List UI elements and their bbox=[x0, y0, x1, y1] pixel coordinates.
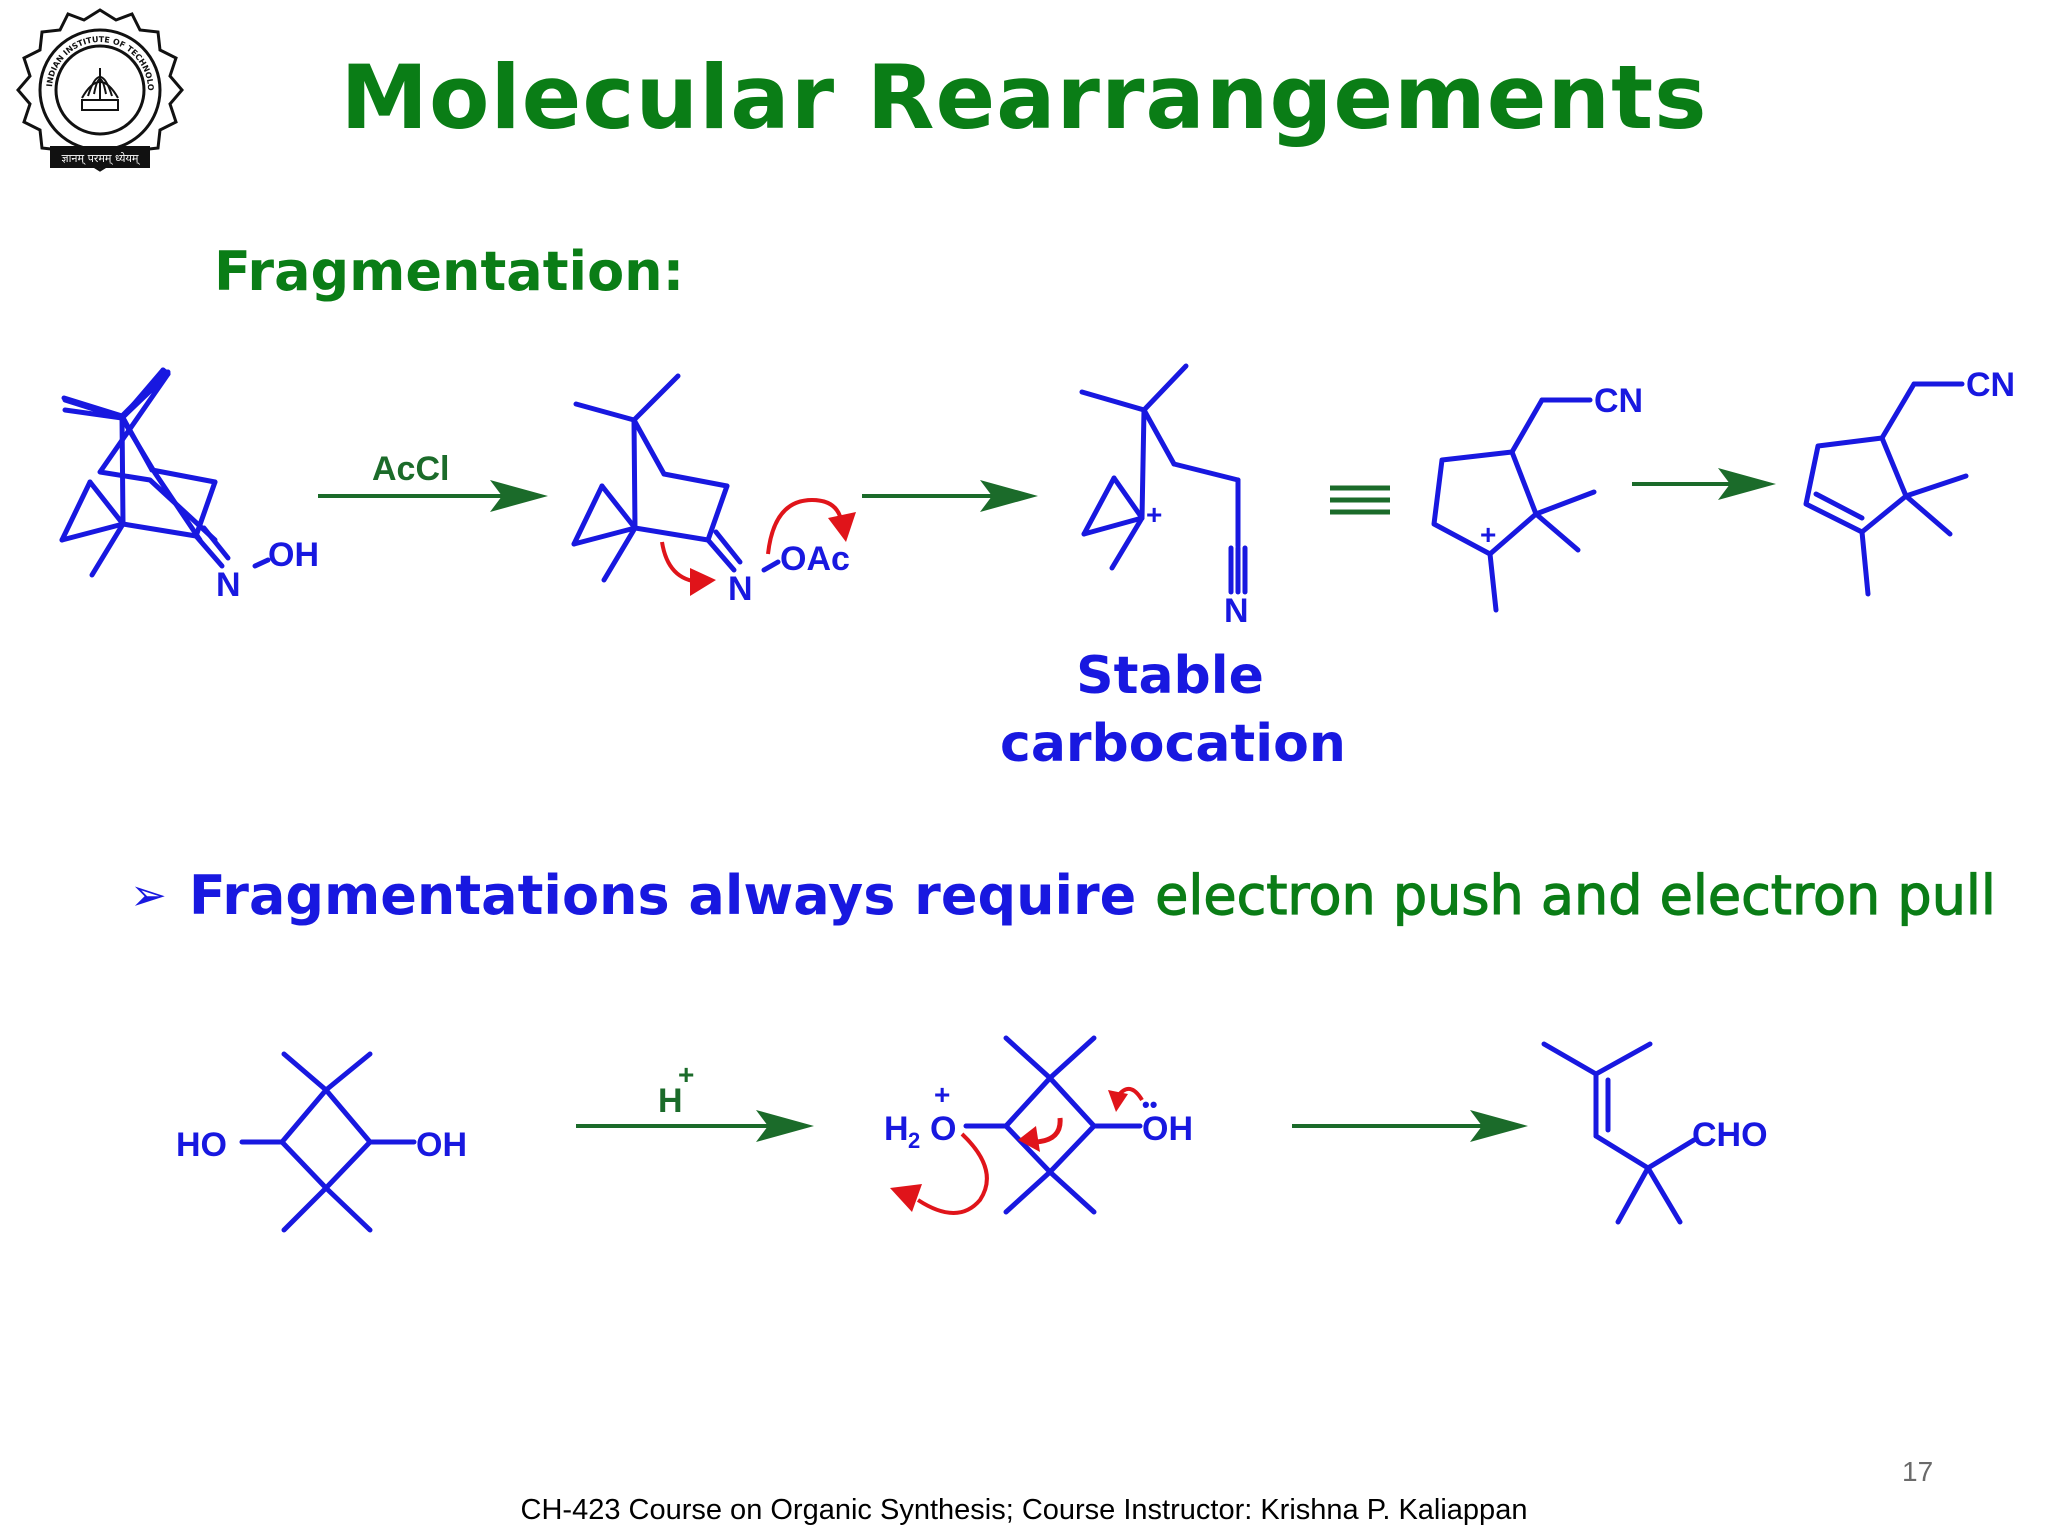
cation-plus-2: + bbox=[1480, 519, 1496, 550]
protonated-diol-structure bbox=[963, 1035, 1143, 1215]
bullet-point: ➢ Fragmentations always require electron … bbox=[130, 863, 1997, 927]
reagent-accl: AcCl bbox=[372, 450, 449, 488]
cho-label: CHO bbox=[1692, 1116, 1768, 1154]
logo-motto: ज्ञानम् परमम् ध्येयम् bbox=[62, 152, 141, 165]
curved-arrow-lone-pair bbox=[1108, 1087, 1144, 1112]
cn-label-1: CN bbox=[1594, 382, 1643, 420]
nitrile-n: N bbox=[1224, 592, 1249, 630]
aldehyde-product-structure bbox=[1541, 1041, 1697, 1225]
h2o-h: H bbox=[884, 1110, 909, 1148]
curved-arrow-pull bbox=[766, 497, 856, 555]
reagent-h: H bbox=[658, 1082, 683, 1120]
equivalence-sign bbox=[1330, 485, 1390, 515]
cyclobutanediol-structure bbox=[239, 1051, 417, 1233]
oh-2: OH bbox=[1142, 1110, 1193, 1148]
bullet-arrow-icon: ➢ bbox=[130, 870, 167, 921]
h2o-sub: 2 bbox=[908, 1128, 920, 1153]
reagent-plus: + bbox=[678, 1059, 694, 1090]
oxime-acetate-structure bbox=[571, 373, 781, 583]
page-number: 17 bbox=[1902, 1456, 1934, 1487]
curved-arrow-push bbox=[660, 541, 716, 596]
acetate-oac: OAc bbox=[780, 540, 850, 578]
diol-ho: HO bbox=[176, 1126, 227, 1164]
lone-pair: •• bbox=[1142, 1092, 1157, 1117]
oxime-n: N bbox=[216, 566, 241, 604]
section-heading: Fragmentation: bbox=[214, 240, 685, 303]
curved-arrow-leaving-water bbox=[890, 1132, 989, 1215]
footer: CH-423 Course on Organic Synthesis; Cour… bbox=[520, 1494, 1528, 1526]
diol-oh: OH bbox=[416, 1126, 467, 1164]
acetate-n: N bbox=[728, 570, 753, 608]
iit-bombay-emblem-icon: ज्ञानम् परमम् ध्येयम् INDIAN INSTITUTE O… bbox=[10, 6, 184, 172]
page-title: Molecular Rearrangements bbox=[340, 46, 1708, 149]
bullet-text-green: electron push and electron pull bbox=[1155, 863, 1997, 927]
caption-line-2: carbocation bbox=[1000, 714, 1346, 774]
h2o-plus: + bbox=[934, 1079, 950, 1110]
curved-arrow-migration bbox=[1018, 1117, 1063, 1152]
caption-line-1: Stable bbox=[1076, 646, 1264, 706]
cyclopentene-nitrile-structure bbox=[1803, 381, 1969, 597]
caption-stable-carbocation: Stable carbocation bbox=[1000, 642, 1346, 778]
oxime-oh: OH bbox=[268, 536, 319, 574]
h2o-o: O bbox=[930, 1110, 956, 1148]
carbocation-nitrile-structure bbox=[1079, 363, 1248, 595]
cyclopentyl-cation-structure bbox=[1431, 397, 1597, 613]
cn-label-2: CN bbox=[1966, 366, 2015, 404]
cation-plus-1: + bbox=[1146, 499, 1162, 530]
bullet-text-blue: Fragmentations always require bbox=[188, 864, 1137, 927]
